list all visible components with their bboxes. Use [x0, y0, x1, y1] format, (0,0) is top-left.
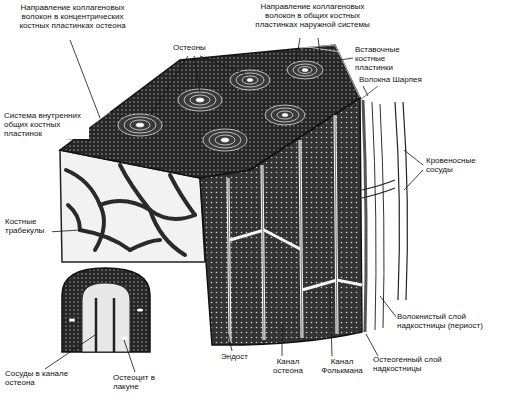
part-label: Кровеносные сосуды [425, 157, 497, 175]
periosteum [360, 86, 407, 332]
part-label: Направление коллагеновых волокон в конце… [5, 4, 140, 31]
part-label: Сосуды в канале остеона [4, 370, 82, 388]
part-label: Вставочные костные пластинки [354, 46, 416, 73]
part-label: Волокнистый слой надкостницы (периост) [396, 313, 502, 331]
part-label: Остеоцит в лакуне [112, 374, 178, 392]
part-label: Эндост [220, 353, 258, 362]
part-label: Костные трабекулы [4, 218, 52, 236]
part-label: Канал Фолькмана [316, 358, 368, 376]
osteon-inset [62, 268, 150, 352]
part-label: Остеогенный слой надкостницы [372, 356, 468, 374]
part-label: Волокна Шарпея [358, 76, 428, 85]
part-label: Остеоны [172, 44, 216, 53]
front-face [200, 98, 362, 345]
leader-lines [45, 38, 423, 372]
part-label: Канал остеона [264, 358, 312, 376]
part-label: Направление коллагеновых волокон в общих… [245, 3, 380, 30]
part-label: Система внутренних общих костных пластин… [3, 112, 89, 139]
